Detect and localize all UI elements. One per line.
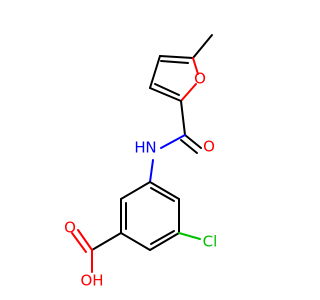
- furan-bond-c5-c4: [159, 55, 194, 59]
- benzene-bond-4: [120, 232, 151, 251]
- carboxyl-double-bond-2: [71, 232, 87, 253]
- benzene-bond-6: [120, 181, 151, 200]
- hydroxyl-label: OH: [80, 272, 103, 290]
- methyl-bond: [192, 34, 213, 59]
- benzene-bond-3: [149, 232, 180, 251]
- benzene-bond-1: [149, 181, 180, 200]
- structure-canvas: O O H N Cl O OH: [64, 34, 218, 290]
- molecule-diagram: O O H N Cl O OH: [64, 34, 218, 290]
- carboxyl-oxygen-label: O: [64, 219, 76, 237]
- amine-nitrogen-label: N: [145, 139, 156, 157]
- carboxyl-double-bond-1: [77, 229, 93, 251]
- carbon-chlorine-bond: [178, 232, 201, 240]
- benzene-bond-1-inner: [150, 187, 175, 202]
- chlorine-label: Cl: [203, 233, 218, 251]
- furan-bond-c5-c4-inner: [160, 60, 189, 64]
- amide-carbonyl-bond-2: [180, 139, 198, 154]
- bond-c2-amide-c: [180, 100, 186, 136]
- nh-aryl-bond: [149, 159, 154, 183]
- furan-bond-c3-c2: [149, 87, 182, 102]
- amide-cn-bond: [160, 134, 186, 149]
- furan-bond-c4-c3: [149, 55, 161, 89]
- aryl-carboxyl-bond: [91, 232, 122, 251]
- furan-oxygen-label: O: [194, 70, 206, 88]
- benzene-bond-3-inner: [150, 230, 175, 245]
- amide-carbonyl-bond-1: [184, 134, 202, 149]
- furan-bond-c5-o: [192, 57, 199, 75]
- amide-oxygen-label: O: [203, 138, 215, 156]
- furan-bond-c3-c2-inner: [154, 83, 180, 96]
- furan-bond-c2-o: [180, 83, 197, 102]
- amine-hydrogen-label: H: [134, 139, 145, 157]
